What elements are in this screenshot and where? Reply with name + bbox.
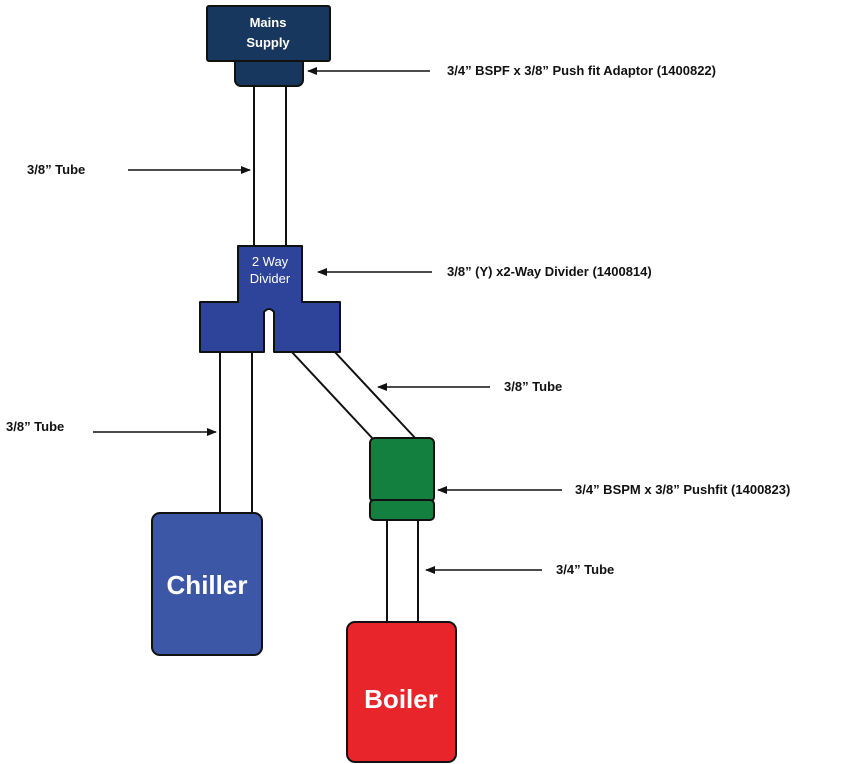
tube-pushfit-to-boiler: [386, 517, 419, 625]
callout-tube-left: 3/8” Tube: [6, 419, 64, 434]
callout-tube-right: 3/8” Tube: [504, 379, 562, 394]
boiler-label: Boiler: [364, 684, 438, 714]
callout-divider: 3/8” (Y) x2-Way Divider (1400814): [447, 264, 652, 279]
tube-mains-to-divider: [253, 83, 287, 249]
bspm-pushfit: [369, 437, 435, 521]
callout-pushfit: 3/4” BSPM x 3/8” Pushfit (1400823): [575, 482, 790, 497]
callout-tube-bottom: 3/4” Tube: [556, 562, 614, 577]
mains-supply-label-line2: Supply: [246, 35, 290, 50]
tube-divider-to-pushfit: [289, 349, 418, 441]
divider-label-line2: Divider: [250, 271, 291, 286]
mains-supply-label-line1: Mains: [250, 15, 287, 30]
chiller-unit: Chiller: [151, 512, 263, 656]
chiller-label: Chiller: [167, 570, 248, 600]
callout-arrows: [93, 67, 562, 574]
callout-adaptor: 3/4” BSPF x 3/8” Push fit Adaptor (14008…: [447, 63, 716, 78]
mains-supply: Mains Supply: [206, 5, 331, 87]
divider-label-line1: 2 Way: [252, 254, 289, 269]
two-way-divider: 2 Way Divider: [199, 245, 341, 353]
callout-tube-top: 3/8” Tube: [27, 162, 85, 177]
tube-divider-to-chiller: [219, 349, 253, 516]
boiler-unit: Boiler: [346, 621, 457, 763]
